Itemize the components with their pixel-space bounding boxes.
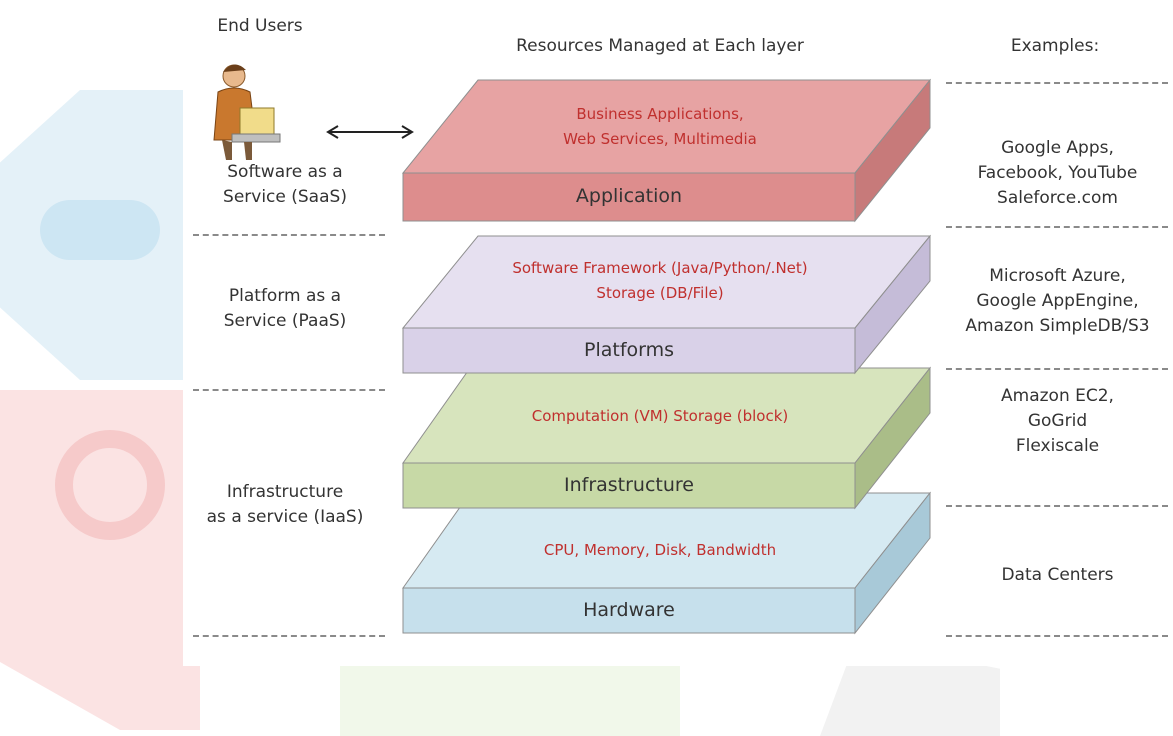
double-arrow-icon: [326, 125, 414, 139]
hardware-label: Hardware: [583, 599, 675, 621]
end-users-heading: End Users: [217, 16, 303, 36]
watermark-cloud-icon: [40, 200, 160, 260]
separator-examples-iaas: [946, 505, 1168, 507]
layer-platforms: [401, 234, 932, 375]
person-at-computer-icon: [213, 64, 281, 160]
separator-examples-top: [946, 82, 1168, 84]
layer-infrastructure: [402, 366, 932, 510]
infrastructure-front: [402, 462, 856, 509]
application-resources: Business Applications, Web Services, Mul…: [563, 105, 757, 148]
application-label: Application: [575, 185, 683, 207]
platforms-label: Platforms: [583, 339, 675, 361]
saas-label: Software as a Service (SaaS): [223, 162, 347, 207]
examples-paas: Microsoft Azure, Google AppEngine, Amazo…: [965, 266, 1150, 336]
separator-paas-left: [193, 389, 385, 391]
separator-iaas-left: [193, 635, 385, 637]
application-front: [402, 172, 856, 222]
platforms-front: [402, 327, 856, 374]
infrastructure-label: Infrastructure: [563, 474, 694, 496]
iaas-label: Infrastructure as a service (IaaS): [206, 482, 364, 527]
hardware-resources: CPU, Memory, Disk, Bandwidth: [543, 541, 777, 559]
infrastructure-resources: Computation (VM) Storage (block): [531, 407, 789, 425]
separator-examples-hardware: [946, 635, 1168, 637]
layer-application: [401, 78, 932, 223]
paas-label: Platform as a Service (PaaS): [223, 286, 347, 331]
layer-hardware: [402, 491, 932, 635]
separator-examples-paas: [946, 368, 1168, 370]
examples-saas: Google Apps, Facebook, YouTube Saleforce…: [977, 138, 1138, 208]
examples-iaas: Amazon EC2, GoGrid Flexiscale: [1001, 386, 1114, 456]
examples-heading: Examples:: [1010, 36, 1100, 56]
resources-heading: Resources Managed at Each layer: [516, 36, 804, 56]
examples-hardware: Data Centers: [1001, 565, 1114, 585]
hardware-front: [402, 587, 856, 634]
separator-saas-left: [193, 234, 385, 236]
platforms-resources: Software Framework (Java/Python/.Net) St…: [512, 259, 808, 302]
separator-examples-saas: [946, 226, 1168, 228]
